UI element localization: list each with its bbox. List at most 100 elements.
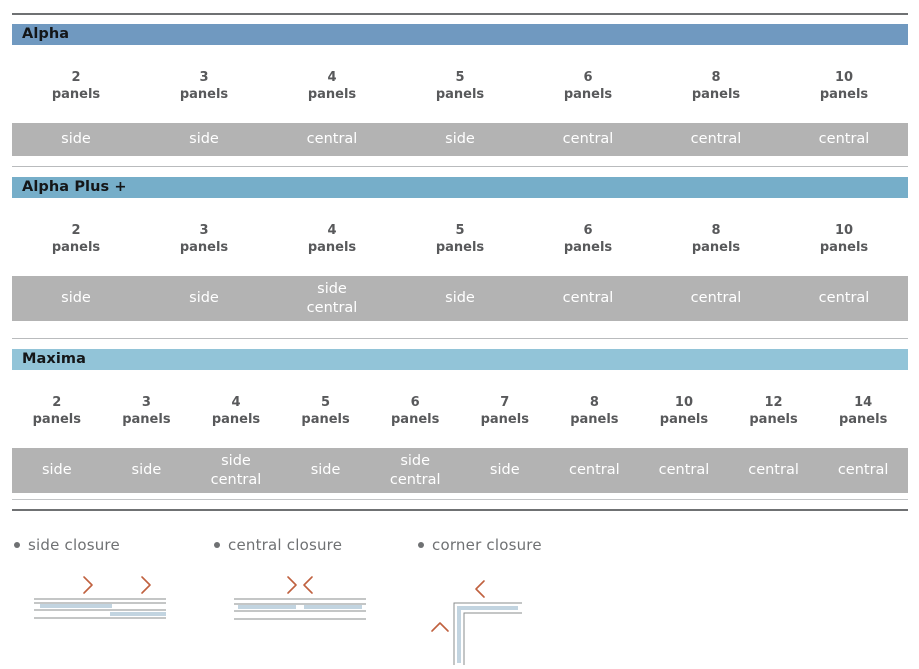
panel-count: 4 [231, 395, 241, 410]
panel-count-unit: panels [435, 240, 485, 255]
panel-count: 8 [711, 223, 721, 238]
count-cell: 10 panels [780, 222, 908, 256]
legend-label: side closure [28, 536, 120, 554]
panel-count: 2 [52, 395, 62, 410]
panel-count-unit: panels [122, 412, 171, 427]
section-divider-rule [12, 338, 908, 339]
panel-count-unit: panels [51, 87, 101, 102]
closure-value: central [837, 462, 889, 478]
panel-count: 8 [589, 395, 599, 410]
section-band-alpha: Alpha [12, 24, 908, 45]
panel-count-unit: panels [435, 87, 485, 102]
closure-value: side [41, 462, 72, 478]
panel-count: 3 [199, 223, 209, 238]
panel-count-unit: panels [32, 412, 81, 427]
bullet-icon [418, 542, 424, 548]
panel-count: 5 [321, 395, 331, 410]
closure-value: side [445, 290, 475, 306]
count-cell: 8 panels [652, 222, 780, 256]
panel-count: 4 [327, 223, 337, 238]
legend-divider-thin [12, 499, 908, 500]
count-cell: 7 panels [460, 394, 550, 428]
closure-value: central [306, 131, 358, 147]
panel-count: 10 [834, 223, 854, 238]
legend-item-central-closure: central closure [214, 535, 414, 620]
count-cell: 2 panels [12, 222, 140, 256]
panel-count: 10 [674, 395, 693, 410]
panel-count-unit: panels [570, 412, 619, 427]
count-cell: 6 panels [524, 222, 652, 256]
panel-count-unit: panels [563, 240, 613, 255]
section-band-alpha-plus: Alpha Plus + [12, 177, 908, 198]
count-cell: 4 panels [191, 394, 281, 428]
count-cell: 10 panels [639, 394, 729, 428]
count-cell: 5 panels [281, 394, 371, 428]
panel-count-unit: panels [838, 412, 888, 427]
count-cell: 4 panels [268, 222, 396, 256]
panel-count: 7 [500, 395, 510, 410]
legend-item-side-closure: side closure [14, 535, 204, 619]
closure-value: side [310, 462, 341, 478]
section-divider-rule [12, 166, 908, 167]
count-cell: 3 panels [102, 394, 192, 428]
closure-value: central [690, 131, 742, 147]
count-row-alpha: 2 panels 3 panels 4 panels 5 panels 6 pa… [12, 69, 908, 103]
count-row-alpha-plus: 2 panels 3 panels 4 panels 5 panels 6 pa… [12, 222, 908, 256]
closure-value: central [569, 462, 620, 478]
panel-count-unit: panels [691, 240, 741, 255]
panel-count: 6 [410, 395, 420, 410]
corner-closure-diagram [422, 559, 532, 669]
legend-item-corner-closure: corner closure [418, 535, 618, 665]
panel-count-unit: panels [691, 87, 741, 102]
bullet-icon [214, 542, 220, 548]
count-cell: 14 panels [818, 394, 908, 428]
panel-count-unit: panels [307, 87, 357, 102]
section-title-alpha-plus: Alpha Plus + [22, 179, 127, 196]
closure-value: central [818, 290, 870, 306]
closure-value: central [690, 290, 742, 306]
panel-count: 12 [764, 395, 783, 410]
count-cell: 2 panels [12, 394, 102, 428]
panel-count: 10 [834, 70, 854, 85]
closure-value: side [189, 131, 219, 147]
panel-count: 2 [71, 223, 81, 238]
panel-count-unit: panels [307, 240, 357, 255]
section-title-alpha: Alpha [22, 26, 70, 43]
count-cell: 6 panels [370, 394, 460, 428]
panel-count: 5 [455, 70, 465, 85]
top-divider-rule [12, 13, 908, 15]
closure-value: side [61, 131, 91, 147]
count-cell: 10 panels [780, 69, 908, 103]
closure-value: side central [306, 280, 358, 316]
panel-count-unit: panels [480, 412, 529, 427]
section-maxima: Maxima 2 panels 3 panels 4 panels 5 pane… [0, 338, 919, 498]
panel-count: 2 [71, 70, 81, 85]
closure-value: side [189, 290, 219, 306]
closure-value: side [489, 462, 520, 478]
closure-value: side [131, 462, 162, 478]
panel-count: 5 [455, 223, 465, 238]
count-cell: 4 panels [268, 69, 396, 103]
count-cell: 12 panels [729, 394, 819, 428]
section-band-maxima: Maxima [12, 349, 908, 370]
count-cell: 8 panels [550, 394, 640, 428]
closure-row-alpha-plus: side side side central side central cent… [12, 276, 908, 321]
panel-count-unit: panels [179, 240, 229, 255]
section-alpha: Alpha 2 panels 3 panels 4 panels 5 panel… [0, 24, 919, 174]
closure-value: central [562, 290, 614, 306]
panel-count-unit: panels [179, 87, 229, 102]
count-cell: 5 panels [396, 222, 524, 256]
panel-count: 14 [854, 395, 873, 410]
count-cell: 5 panels [396, 69, 524, 103]
legend-label: central closure [228, 536, 343, 554]
legend-label: corner closure [432, 536, 542, 554]
panel-count-unit: panels [659, 412, 709, 427]
count-cell: 8 panels [652, 69, 780, 103]
count-cell: 3 panels [140, 69, 268, 103]
panel-count-unit: panels [301, 412, 350, 427]
legend-divider-thick [12, 509, 908, 511]
closure-value: central [562, 131, 614, 147]
closure-row-maxima: side side side central side side central… [12, 448, 908, 493]
closure-row-alpha: side side central side central central c… [12, 123, 908, 156]
count-row-maxima: 2 panels 3 panels 4 panels 5 panels 6 pa… [12, 394, 908, 428]
